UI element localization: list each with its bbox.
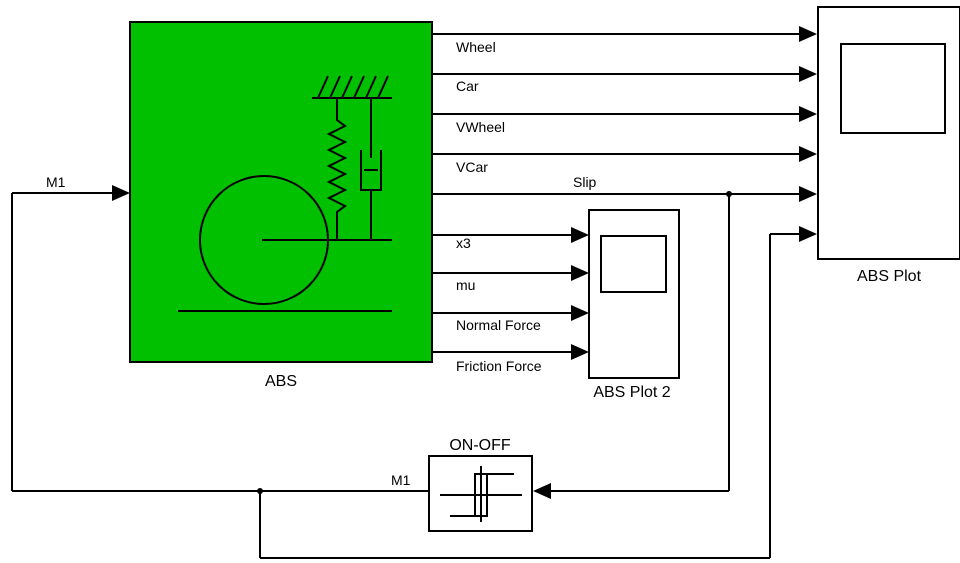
signal-car[interactable] [432,66,817,82]
signal-label-normal-force: Normal Force [456,317,541,333]
signal-x3[interactable] [432,227,589,243]
signal-label-friction-force: Friction Force [456,358,542,374]
abs-plot-scope[interactable] [817,6,960,260]
signal-label-m1-out: M1 [391,472,411,488]
abs-plot-2-scope[interactable] [588,209,680,379]
signal-mu[interactable] [432,265,589,281]
signal-friction-force[interactable] [432,344,589,360]
abs-plot-label: ABS Plot [857,268,922,285]
scope-screen-icon [840,43,946,134]
signal-label-vcar: VCar [456,159,488,175]
abs-block[interactable] [129,21,433,363]
signal-slip[interactable] [432,186,817,499]
abs-plot-2-label: ABS Plot 2 [593,384,670,401]
signal-wheel[interactable] [432,26,817,42]
scope-screen-icon [600,235,667,293]
signal-label-slip: Slip [573,174,597,190]
abs-block-body[interactable] [129,21,433,363]
signal-label-vwheel: VWheel [456,119,505,135]
signal-label-mu: mu [456,277,475,293]
wheel-suspension-icon [178,75,392,312]
signal-label-m1-in: M1 [46,174,66,190]
signal-normal-force[interactable] [432,305,589,321]
on-off-label: ON-OFF [449,437,511,454]
on-off-block[interactable] [428,455,533,532]
signal-vwheel[interactable] [432,106,817,122]
signal-label-wheel: Wheel [456,39,496,55]
signal-label-x3: x3 [456,235,471,251]
abs-block-label: ABS [265,373,297,390]
relay-hysteresis-icon [440,466,522,522]
signal-vcar[interactable] [432,146,817,162]
signal-m1-feedback[interactable] [11,185,817,559]
signal-label-car: Car [456,78,479,94]
